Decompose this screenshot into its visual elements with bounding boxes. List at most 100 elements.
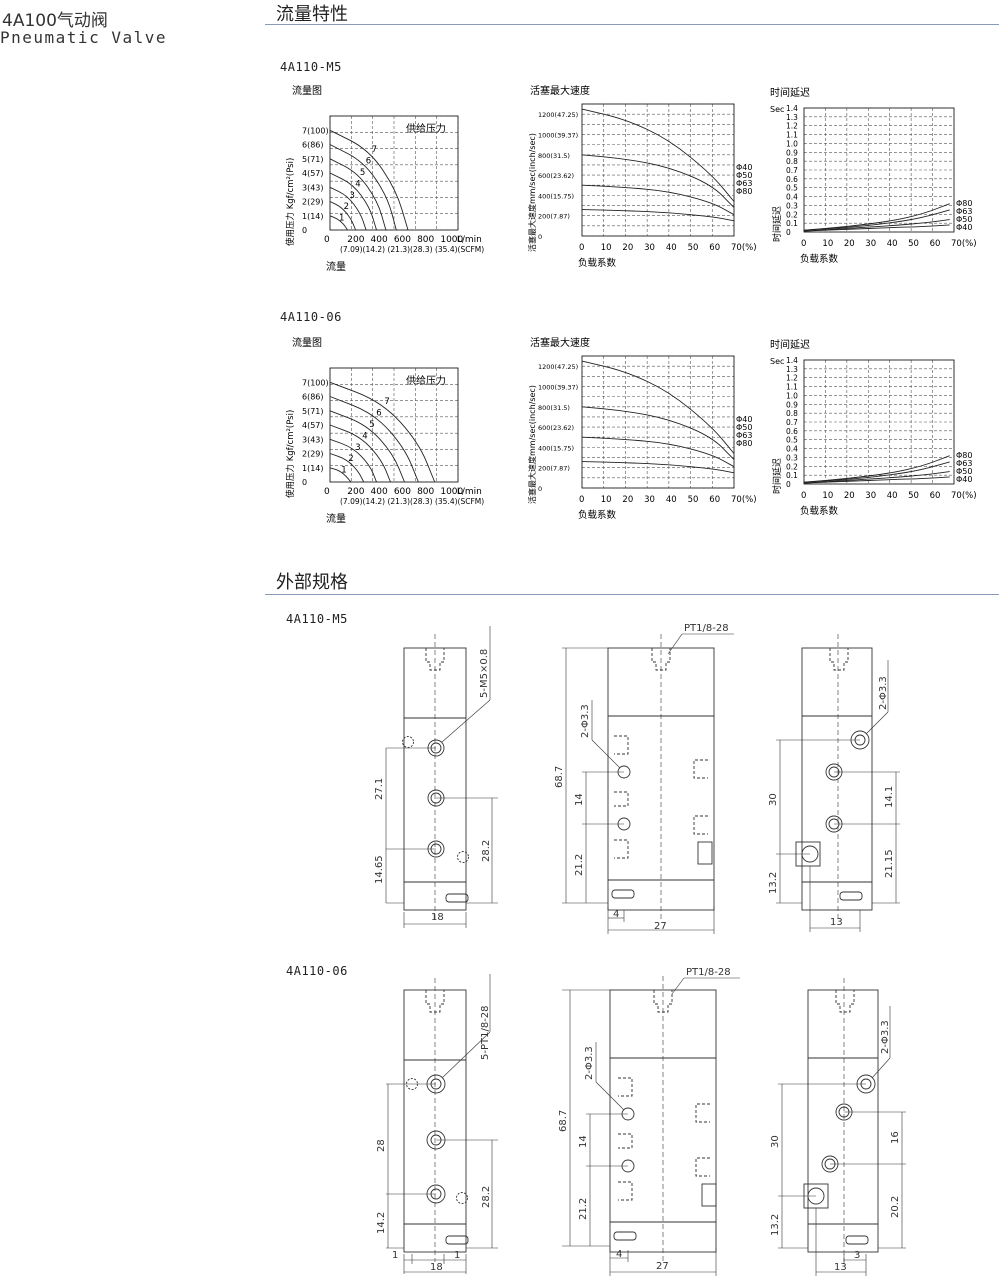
y-tick-label: 0.4 [786,445,798,454]
svg-text:4: 4 [616,1249,622,1260]
y-unit: Sec [770,105,784,114]
x-tick-label: 0 [324,487,330,497]
y-tick-label: 1.4 [786,356,798,365]
x-tick-label: 50 [908,491,919,501]
svg-text:27: 27 [654,921,667,932]
svg-text:28.2: 28.2 [481,840,492,862]
y-tick-label: 800(31.5) [538,152,570,160]
series-line [581,209,735,222]
svg-text:21.15: 21.15 [884,849,895,878]
svg-text:5-PT1/8-28: 5-PT1/8-28 [480,1005,491,1060]
x-tick-label: 1000 [440,487,463,497]
series-line [803,461,950,483]
x-axis-label: 负载系数 [578,257,617,269]
series-line [803,209,950,231]
y-tick-label: 5(71) [302,155,324,164]
speed-chart-06: 活塞最大速度1200(47.25)1000(39.37)800(31.5)600… [527,336,757,521]
plot-frame [803,359,955,485]
y-tick-label: 7(100) [302,378,329,387]
svg-text:2-Φ3.3: 2-Φ3.3 [878,676,889,710]
x-tick-label: 10 [822,491,833,501]
y-tick-label: 1.2 [786,122,798,131]
svg-text:14.65: 14.65 [374,855,385,884]
svg-text:3: 3 [854,1250,860,1261]
series-label: 4 [355,179,360,189]
y-tick-label: 1.4 [786,104,798,113]
x-axis-label: 负载系数 [800,253,839,265]
model-label-06: 4A110-06 [280,310,342,324]
x-axis-label: 负载系数 [800,505,839,517]
series-label: Φ80 [956,199,972,208]
svg-text:PT1/8-28: PT1/8-28 [684,623,729,634]
y-tick-label: 1.1 [786,383,798,392]
brand-title: 4A100气动阀 [2,11,108,31]
y-tick-label: 0.7 [786,418,798,427]
y-tick-label: 0.7 [786,166,798,175]
x-tick-label: 10 [601,495,612,505]
x-tick-label: 40 [887,491,898,501]
y-tick-label: 1(14) [302,212,324,221]
drawing-m5-right: 30 13.2 14.1 21.15 13 2-Φ3.3 [768,634,900,932]
plot-frame [581,103,735,237]
svg-text:30: 30 [770,1135,781,1148]
y-tick-label: 0.1 [786,219,798,228]
x-tick-label: 0 [579,243,584,253]
section-title-dims: 外部规格 [276,572,348,593]
series-line [329,396,419,483]
series-label: 2 [348,454,353,464]
x-tick-label: 0 [801,491,806,501]
svg-text:20.2: 20.2 [890,1196,901,1218]
model-label-06-dims: 4A110-06 [286,964,348,978]
y-tick-label: 0.9 [786,148,798,157]
x-tick-label: 50 [688,495,699,505]
svg-text:27.1: 27.1 [374,778,385,800]
series-line [803,476,950,484]
series-label: 3 [349,191,354,201]
series-line [329,172,377,231]
flow-chart-m5: 流量图7(100)6(86)5(71)4(57)3(43)2(29)1(14)0… [285,84,484,273]
y-tick-label: 0 [302,226,307,235]
x-tick-label: 30 [865,239,876,249]
svg-text:14.1: 14.1 [884,786,895,808]
x-tick-label: 50 [688,243,699,253]
x-tick-label: 800 [417,235,434,245]
y-tick-label: 0.8 [786,409,798,418]
section-title-flow: 流量特性 [276,4,348,25]
x-tick-label: 400 [371,487,388,497]
x-tick-label: 10 [822,239,833,249]
series-label: 6 [376,409,381,419]
y-tick-label: 0.5 [786,184,798,193]
x-tick-label: 400 [371,235,388,245]
y-tick-label: 0 [538,485,542,493]
chart-title: 时间延迟 [770,338,810,351]
annotation: 供给压力 [406,122,446,135]
model-label-m5: 4A110-M5 [280,60,342,74]
series-label: Φ63 [736,179,752,188]
svg-text:18: 18 [430,1262,443,1273]
series-line [329,144,397,231]
y-unit: Sec [770,357,784,366]
series-label: Φ50 [956,467,972,476]
brand-subtitle: Pneumatic Valve [0,28,167,47]
y-tick-label: 0.3 [786,201,798,210]
svg-text:2-Φ3.3: 2-Φ3.3 [580,704,591,738]
y-tick-label: 0.2 [786,462,798,471]
y-tick-label: 0.2 [786,210,798,219]
y-tick-label: 1.0 [786,391,798,400]
y-tick-label: 4(57) [302,169,324,178]
svg-text:4: 4 [613,909,619,920]
y-tick-label: 0.6 [786,427,798,436]
y-tick-label: 0 [786,228,791,237]
x-tick-label: L/min [457,235,482,245]
y-tick-label: 0 [302,478,307,487]
series-label: 2 [344,202,349,212]
series-line [329,410,405,483]
series-label: Φ40 [736,163,752,172]
series-label: 1 [341,466,346,476]
series-line [329,158,387,231]
series-label: Φ40 [956,475,972,484]
series-label: Φ80 [956,451,972,460]
y-tick-label: 2(29) [302,198,324,207]
x-tick-label: 30 [644,243,655,253]
